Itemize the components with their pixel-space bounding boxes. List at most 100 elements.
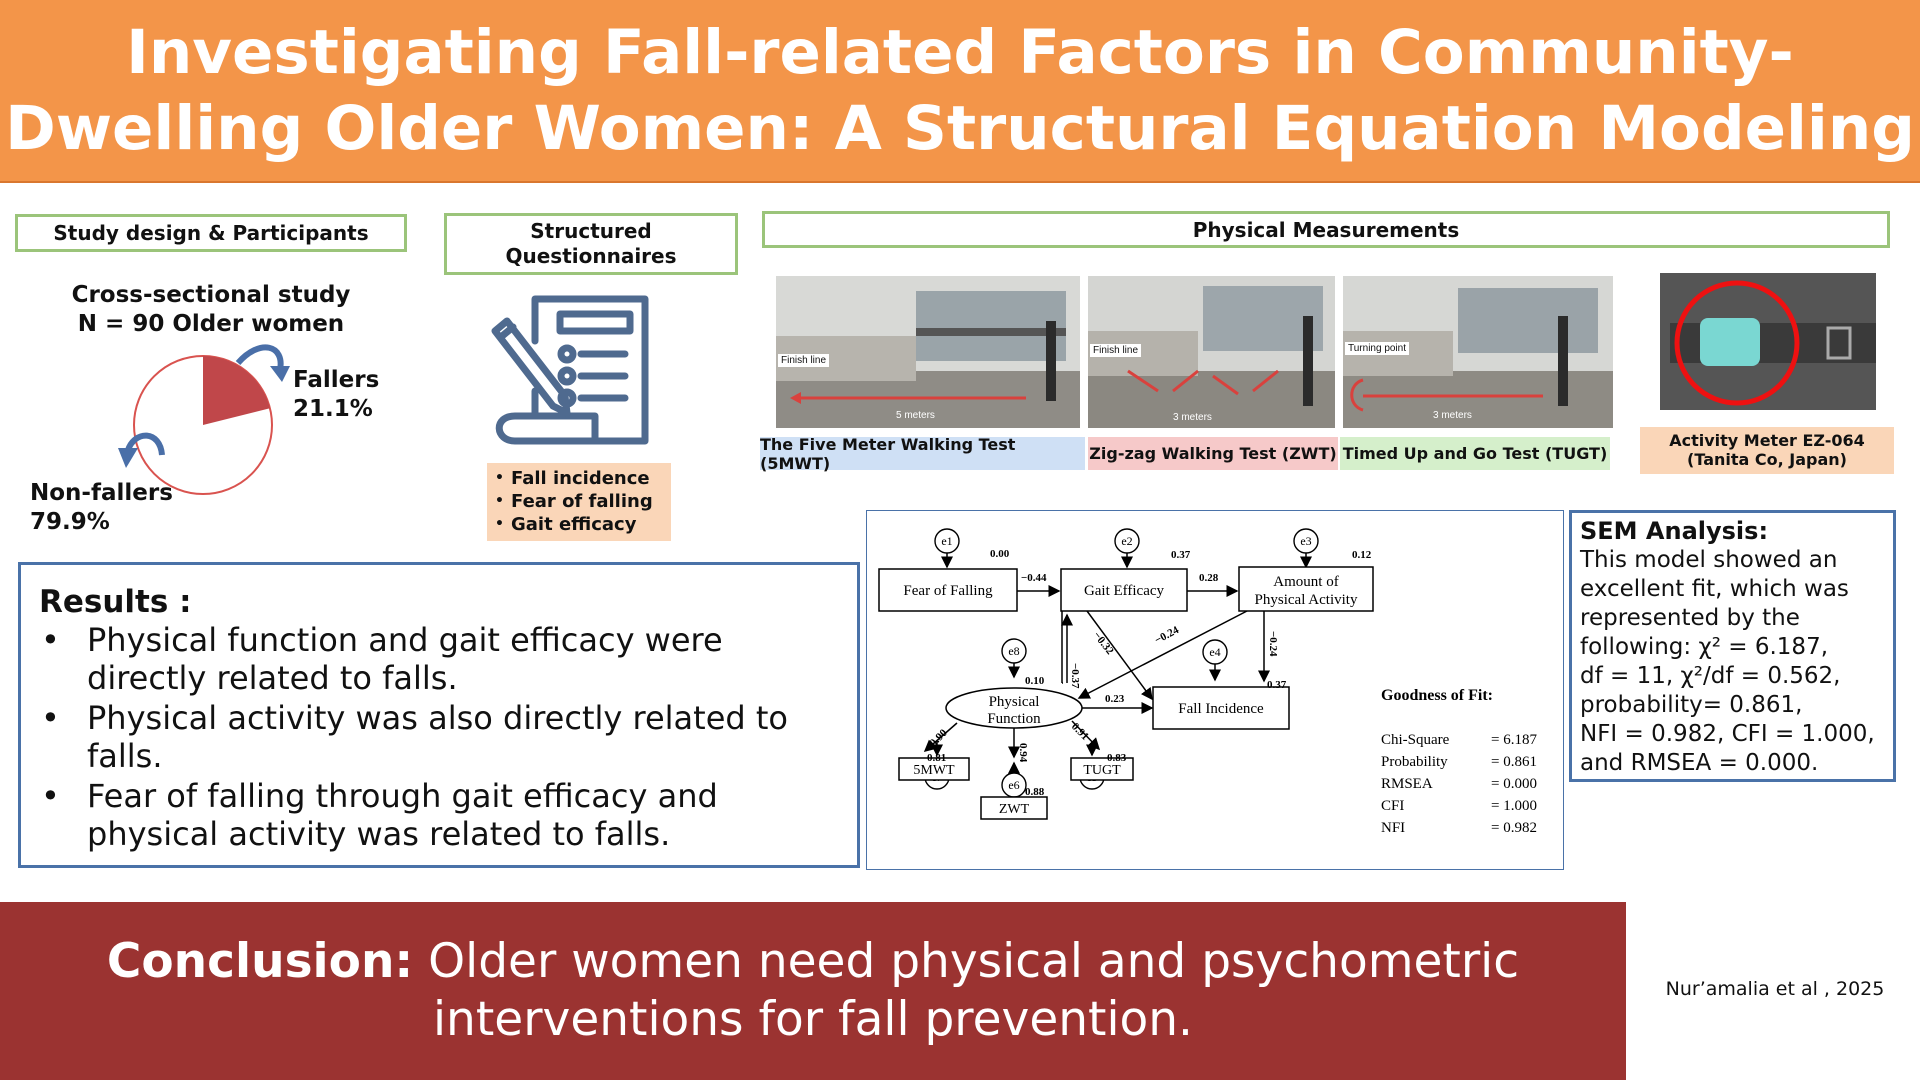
- photo-zwt: Finish line 3 meters: [1088, 276, 1335, 428]
- photo-tugt-overlay: Turning point: [1345, 342, 1409, 355]
- fit-name-cfi: CFI: [1381, 798, 1404, 814]
- fit-value-prob: = 0.861: [1491, 754, 1537, 770]
- fit-name-prob: Probability: [1381, 754, 1448, 770]
- fallers-pct: 21.1%: [293, 396, 373, 422]
- path-amount-physical: −0.24: [1153, 624, 1182, 647]
- r2-tugt: 0.83: [1107, 752, 1127, 764]
- pie-fallers-slice: [203, 356, 270, 425]
- photo-zwt-overlay: Finish line: [1090, 344, 1142, 357]
- r2-zwt: 0.88: [1025, 786, 1045, 798]
- r2-fall: 0.37: [1267, 679, 1287, 691]
- conclusion-label: Conclusion:: [106, 934, 414, 989]
- results-item: Physical function and gait efficacy were…: [39, 621, 841, 697]
- fit-value-chisq: = 6.187: [1491, 732, 1537, 748]
- conclusion-banner: Conclusion: Older women need physical an…: [0, 902, 1626, 1080]
- photo-5mwt-overlay: Finish line: [778, 354, 830, 367]
- sem-diagram-panel: e1 e2 e3 e4 e5 e6 e7 e8 Fear of Falling …: [866, 510, 1564, 870]
- node-tugt: TUGT: [1083, 763, 1121, 778]
- r2-5mwt: 0.81: [927, 752, 946, 764]
- node-physical-line1: Physical: [989, 694, 1040, 710]
- sem-analysis-text: This model showed an excellent fit, which…: [1580, 546, 1887, 778]
- questionnaire-heading-line1: Structured: [530, 219, 652, 243]
- physical-heading: Physical Measurements: [762, 211, 1890, 248]
- questionnaire-items: Fall incidenceFear of fallingGait effica…: [487, 463, 671, 541]
- results-heading: Results :: [39, 584, 192, 620]
- nonfallers-arrow-icon: [125, 432, 165, 456]
- node-amount-line2: Physical Activity: [1255, 592, 1358, 608]
- photo-zwt-distance: 3 meters: [1173, 412, 1212, 423]
- caption-5mwt: The Five Meter Walking Test (5MWT): [760, 435, 1085, 473]
- error-e4: e4: [1209, 645, 1220, 659]
- results-item: Physical activity was also directly rela…: [39, 699, 841, 775]
- sem-analysis-line: probability= 0.861,: [1580, 692, 1803, 718]
- study-design-heading: Study design & Participants: [15, 214, 407, 252]
- fallers-label: Fallers 21.1%: [293, 366, 379, 424]
- sem-analysis-line: and RMSEA = 0.000.: [1580, 750, 1819, 776]
- r2-physical: 0.10: [1025, 675, 1045, 687]
- path-fear-gait: −0.44: [1021, 572, 1047, 584]
- sem-analysis-line: df = 11, χ²/df = 0.562,: [1580, 663, 1841, 689]
- questionnaire-item: Fall incidence: [493, 467, 665, 490]
- photo-5mwt-distance: 5 meters: [896, 410, 935, 421]
- sem-analysis-line: following: χ² = 6.187,: [1580, 634, 1829, 660]
- nonfallers-arrowhead-icon: [118, 448, 138, 468]
- questionnaire-heading: Structured Questionnaires: [444, 213, 738, 275]
- path-amount-fall: −0.24: [1267, 631, 1279, 657]
- sem-analysis-line: represented by the: [1580, 605, 1800, 631]
- fit-value-rmsea: = 0.000: [1491, 776, 1537, 792]
- fallers-label-text: Fallers: [293, 367, 380, 393]
- error-e1: e1: [941, 534, 952, 548]
- activity-meter-caption: Activity Meter EZ-064 (Tanita Co, Japan): [1640, 427, 1894, 474]
- fit-name-nfi: NFI: [1381, 820, 1405, 836]
- nonfallers-pct: 79.9%: [30, 509, 110, 535]
- fit-title: Goodness of Fit:: [1381, 687, 1493, 704]
- fallers-pie-chart: [118, 344, 290, 495]
- sem-analysis-line: excellent fit, which was: [1580, 576, 1849, 602]
- node-gait-efficacy: Gait Efficacy: [1084, 583, 1165, 599]
- error-e2: e2: [1121, 534, 1132, 548]
- physical-heading-text: Physical Measurements: [1192, 217, 1460, 242]
- photo-5mwt: Finish line 5 meters: [776, 276, 1080, 428]
- fit-name-chisq: Chi-Square: [1381, 732, 1450, 748]
- conclusion-text-line2: interventions for fall prevention.: [433, 992, 1193, 1047]
- sem-path-diagram: e1 e2 e3 e4 e5 e6 e7 e8 Fear of Falling …: [878, 528, 1537, 836]
- r2-gait: 0.37: [1171, 549, 1191, 561]
- caption-tugt: Timed Up and Go Test (TUGT): [1340, 437, 1610, 470]
- sem-analysis-line: NFI = 0.982, CFI = 1.000,: [1580, 721, 1875, 747]
- node-physical-line2: Function: [987, 711, 1041, 727]
- error-e3: e3: [1300, 534, 1311, 548]
- node-fear-of-falling: Fear of Falling: [903, 583, 993, 599]
- nonfallers-label: Non-fallers 79.9%: [30, 479, 173, 537]
- title-line-1: Investigating Fall-related Factors in Co…: [126, 16, 1794, 88]
- fallers-arrow-icon: [235, 344, 284, 371]
- r2-amount: 0.12: [1352, 549, 1372, 561]
- fit-value-cfi: = 1.000: [1491, 798, 1537, 814]
- path-gait-physical: −0.37: [1069, 663, 1081, 689]
- activity-meter-caption-line1: Activity Meter EZ-064: [1669, 431, 1865, 450]
- study-design-summary: Cross-sectional study N = 90 Older women: [15, 281, 407, 339]
- path-gait-fall: −0.32: [1091, 629, 1116, 657]
- nonfallers-label-text: Non-fallers: [30, 480, 173, 506]
- results-list: Physical function and gait efficacy were…: [39, 621, 841, 853]
- results-item: Fear of falling through gait efficacy an…: [39, 777, 841, 853]
- node-zwt: ZWT: [999, 802, 1030, 817]
- title-line-2: Dwelling Older Women: A Structural Equat…: [5, 92, 1915, 164]
- path-physical-fall: 0.23: [1105, 693, 1125, 705]
- fallers-arrowhead-icon: [270, 366, 290, 382]
- caption-zwt: Zig-zag Walking Test (ZWT): [1088, 437, 1338, 470]
- questionnaire-item: Fear of falling: [493, 490, 665, 513]
- path-physical-zwt: 0.94: [1017, 743, 1029, 763]
- activity-meter-caption-line2: (Tanita Co, Japan): [1687, 450, 1847, 469]
- path-gait-amount: 0.28: [1199, 572, 1219, 584]
- node-fall-incidence: Fall Incidence: [1178, 701, 1264, 717]
- photo-tugt: Turning point 3 meters: [1343, 276, 1613, 428]
- activity-meter-photo: [1660, 273, 1876, 410]
- questionnaire-document-icon: [491, 295, 649, 445]
- r2-fear: 0.00: [990, 548, 1010, 560]
- node-amount-line1: Amount of: [1273, 574, 1338, 590]
- path-physical-tugt: 0.91: [1069, 721, 1091, 743]
- study-design-heading-text: Study design & Participants: [53, 221, 369, 245]
- sem-analysis-line: This model showed an: [1580, 547, 1838, 573]
- results-panel: Results : Physical function and gait eff…: [18, 562, 860, 868]
